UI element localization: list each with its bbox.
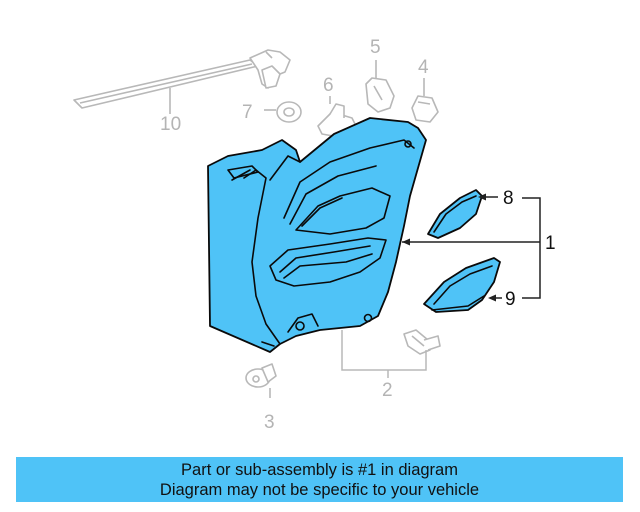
callout-1: 1	[545, 233, 556, 254]
info-banner: Part or sub-assembly is #1 in diagram Di…	[16, 457, 623, 502]
callout-3: 3	[264, 412, 275, 433]
part-8-upper-trim[interactable]	[427, 189, 483, 239]
banner-line-1: Part or sub-assembly is #1 in diagram	[181, 460, 458, 479]
callout-10: 10	[160, 114, 181, 135]
arrow-head-1	[402, 238, 410, 246]
part-9-lower-trim[interactable]	[423, 257, 501, 313]
part-2-screw	[403, 329, 441, 355]
callout-9: 9	[505, 289, 516, 310]
callout-2: 2	[382, 380, 393, 401]
part-10-molding-strip	[73, 49, 291, 114]
part-5-bracket	[365, 60, 395, 113]
callout-4: 4	[418, 57, 429, 78]
part-3-push-pin	[245, 363, 277, 398]
part-1-quarter-trim-panel[interactable]	[207, 117, 427, 353]
callout-6: 6	[323, 75, 334, 96]
leader-lines	[341, 193, 541, 378]
banner-line-2: Diagram may not be specific to your vehi…	[159, 480, 480, 499]
part-4-push-clip	[411, 78, 439, 123]
arrow-head-9	[488, 294, 496, 302]
callout-7: 7	[242, 102, 253, 123]
callout-8: 8	[503, 188, 514, 209]
part-7-grommet	[264, 101, 302, 123]
parts-diagram: 1 2 3 4 5 6 7 8 9 10	[73, 37, 556, 433]
callout-5: 5	[370, 37, 381, 58]
arrow-head-8	[478, 193, 486, 201]
